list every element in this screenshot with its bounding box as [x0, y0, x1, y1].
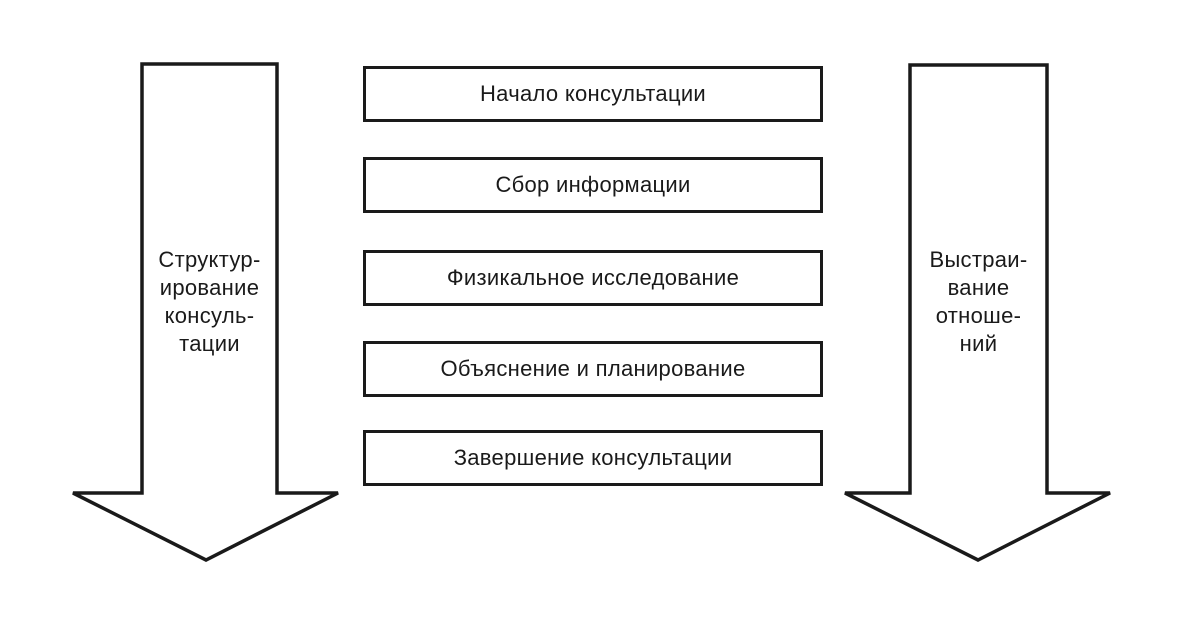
right-arrow-label-line: Выстраи-: [929, 247, 1028, 272]
right-arrow-label: Выстраи- вание отноше- ний: [910, 246, 1047, 358]
step-box-information-gathering: Сбор информации: [363, 157, 823, 213]
step-label: Объяснение и планирование: [440, 356, 746, 381]
step-box-consultation-start: Начало консультации: [363, 66, 823, 122]
step-label: Завершение консультации: [453, 445, 733, 470]
step-label: Начало консультации: [479, 81, 707, 106]
left-arrow-label-line: ирование: [159, 275, 260, 300]
right-arrow-label-line: вание: [947, 275, 1010, 300]
right-arrow-label-line: отноше-: [935, 303, 1022, 328]
step-box-physical-examination: Физикальное исследование: [363, 250, 823, 306]
step-label: Сбор информации: [495, 172, 691, 197]
right-arrow-label-line: ний: [959, 331, 998, 356]
right-down-arrow-icon: [844, 63, 1111, 562]
step-box-consultation-closing: Завершение консультации: [363, 430, 823, 486]
left-arrow-label-line: консуль-: [164, 303, 255, 328]
left-arrow-label-line: Структур-: [158, 247, 261, 272]
step-box-explanation-planning: Объяснение и планирование: [363, 341, 823, 397]
left-down-arrow-icon: [72, 62, 339, 562]
step-label: Физикальное исследование: [446, 265, 740, 290]
left-arrow-label: Структур- ирование консуль- тации: [142, 246, 277, 358]
left-arrow-label-line: тации: [179, 331, 240, 356]
